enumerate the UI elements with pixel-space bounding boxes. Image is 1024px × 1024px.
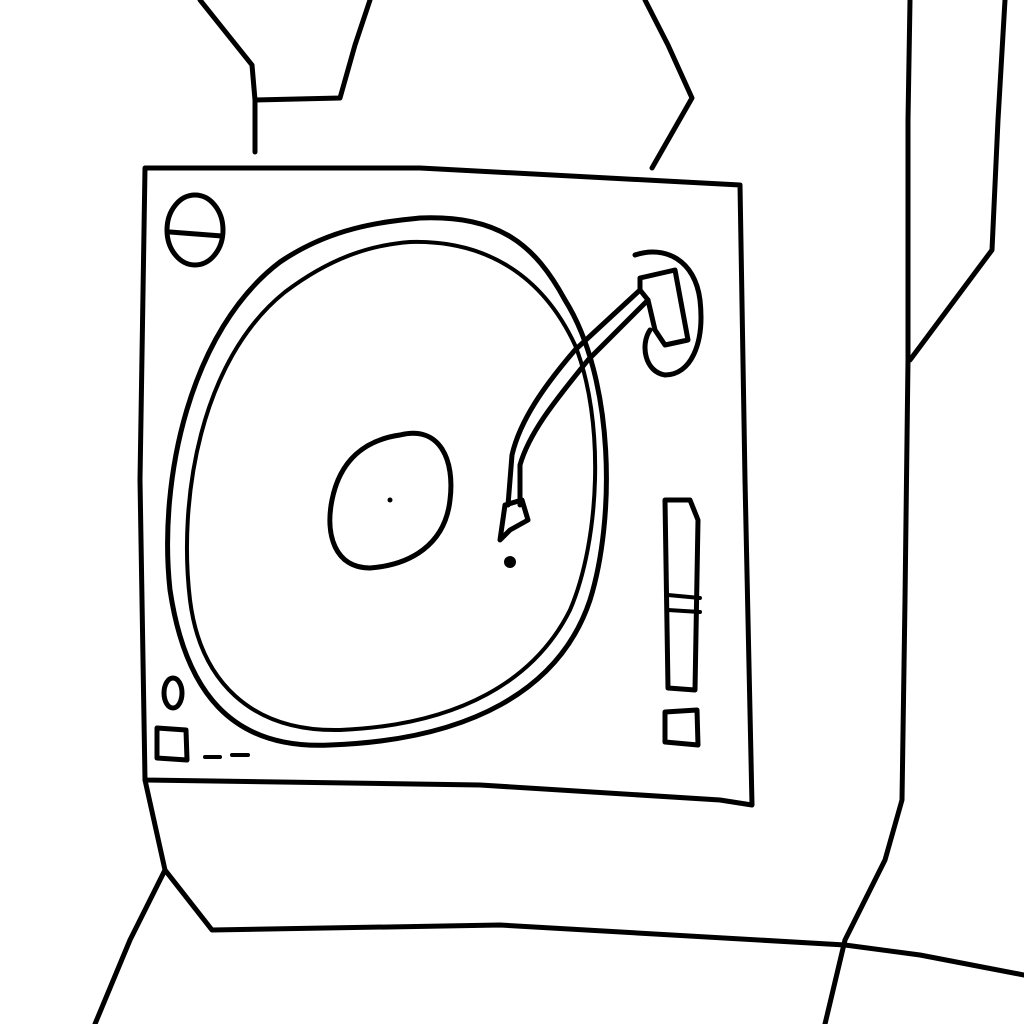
background-lines bbox=[92, 0, 1024, 1024]
speed-indicator-dashes bbox=[203, 753, 250, 759]
controls bbox=[154, 192, 702, 763]
tonearm-pivot-ring bbox=[632, 249, 704, 378]
platter[interactable] bbox=[165, 215, 609, 748]
platter-inner-ring bbox=[184, 239, 598, 733]
tonearm[interactable] bbox=[497, 249, 704, 568]
spindle bbox=[387, 497, 393, 503]
tonearm-headshell bbox=[497, 497, 531, 543]
power-button[interactable] bbox=[154, 725, 190, 763]
start-knob-icon[interactable] bbox=[164, 192, 226, 268]
platter-outer-ring bbox=[165, 215, 609, 748]
record-label bbox=[327, 430, 454, 571]
stylus bbox=[504, 556, 516, 568]
pitch-reset-button[interactable] bbox=[662, 707, 701, 748]
turntable-body bbox=[137, 165, 848, 948]
power-indicator bbox=[161, 675, 185, 711]
pitch-slider-handle[interactable] bbox=[666, 593, 702, 614]
pitch-slider[interactable] bbox=[662, 497, 701, 693]
